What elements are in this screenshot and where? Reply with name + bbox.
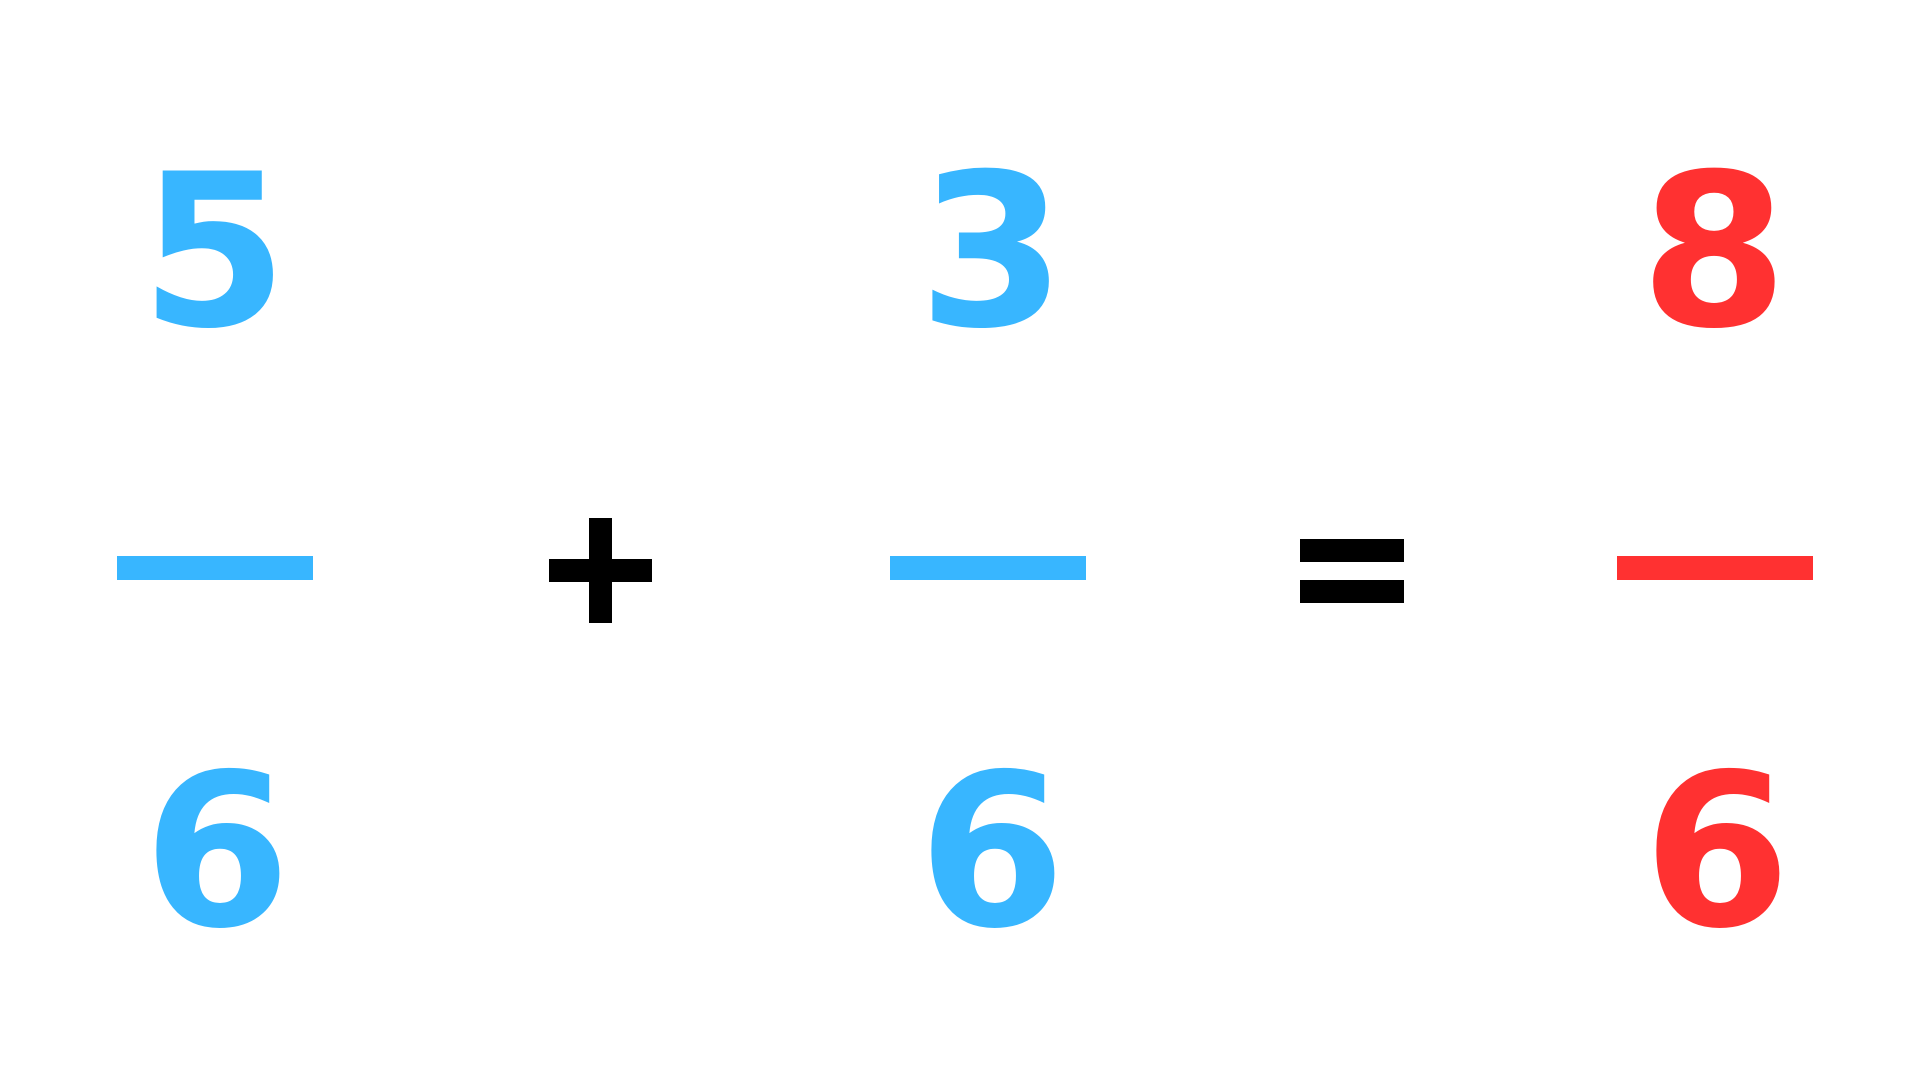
result-bar [1617, 556, 1813, 580]
equals-top-stroke [1300, 539, 1404, 562]
fraction-1-denominator: 6 [143, 728, 291, 975]
plus-vertical-stroke [589, 518, 612, 623]
fraction-1-numerator: 5 [140, 128, 288, 375]
fraction-1-bar [117, 556, 313, 580]
fraction-2-numerator: 3 [918, 128, 1066, 375]
fraction-2-bar [890, 556, 1086, 580]
result-denominator: 6 [1643, 728, 1791, 975]
fraction-2-denominator: 6 [918, 728, 1066, 975]
equals-bottom-stroke [1300, 580, 1404, 603]
result-numerator: 8 [1640, 128, 1788, 375]
